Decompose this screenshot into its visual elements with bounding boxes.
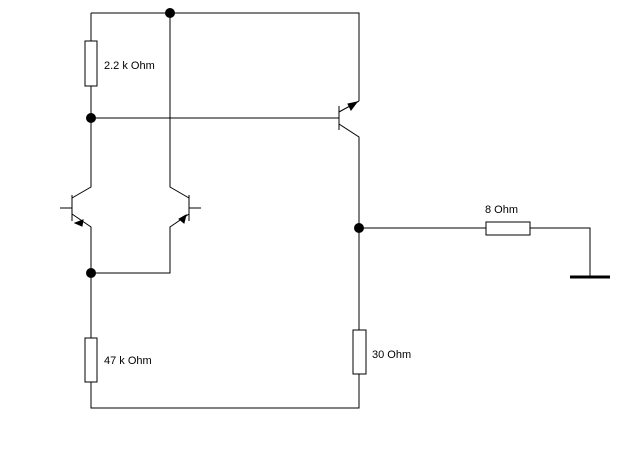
resistor-2.2k	[84, 40, 98, 87]
label-2.2k: 2.2 k Ohm	[104, 60, 155, 72]
transistor-output	[338, 100, 360, 228]
junction-top	[165, 8, 175, 18]
label-47k: 47 k Ohm	[104, 355, 152, 367]
junction-output	[354, 223, 364, 233]
junction-emitters	[86, 268, 96, 278]
label-30: 30 Ohm	[372, 349, 411, 361]
wire-output	[359, 227, 591, 276]
resistor-30	[352, 329, 367, 375]
transistor-right	[91, 195, 201, 274]
wire-top-rail	[91, 12, 360, 101]
wire-left-collector	[71, 118, 92, 199]
resistor-47k	[84, 337, 98, 383]
wire-left-lower	[90, 273, 360, 409]
label-8: 8 Ohm	[485, 204, 518, 216]
junction-base	[86, 113, 96, 123]
transistor-left	[60, 195, 92, 273]
wire-right-collector	[169, 13, 190, 199]
resistor-8	[485, 221, 531, 236]
